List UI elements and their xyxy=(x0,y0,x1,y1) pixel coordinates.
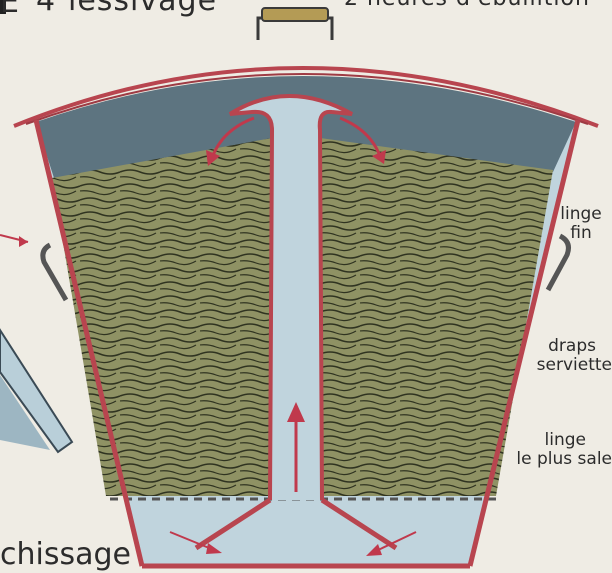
side-handle-icon xyxy=(548,236,568,290)
label-linge-sale: linge le plus sale xyxy=(476,432,612,468)
title-prefix: E xyxy=(0,0,19,18)
label-linge-fin: linge fin xyxy=(550,206,612,242)
label-draps-line1: draps xyxy=(500,338,612,355)
label-draps: draps serviette xyxy=(500,338,612,374)
side-handle-icon xyxy=(43,245,66,300)
label-linge-fin-line2: fin xyxy=(550,225,612,242)
label-linge-sale-line1: linge xyxy=(476,432,612,449)
label-draps-line2: serviette xyxy=(500,357,612,374)
flow-arrow-icon xyxy=(19,236,28,247)
title-number: 4 xyxy=(36,0,55,16)
title-word: lessivage xyxy=(68,0,217,16)
label-linge-fin-line1: linge xyxy=(550,206,612,223)
label-bottom-left: chissage xyxy=(0,540,131,570)
lid-handle-icon xyxy=(262,8,328,21)
title-right-text: 2 heures d'ébullition xyxy=(344,0,590,10)
label-linge-sale-line2: le plus sale xyxy=(476,451,612,468)
